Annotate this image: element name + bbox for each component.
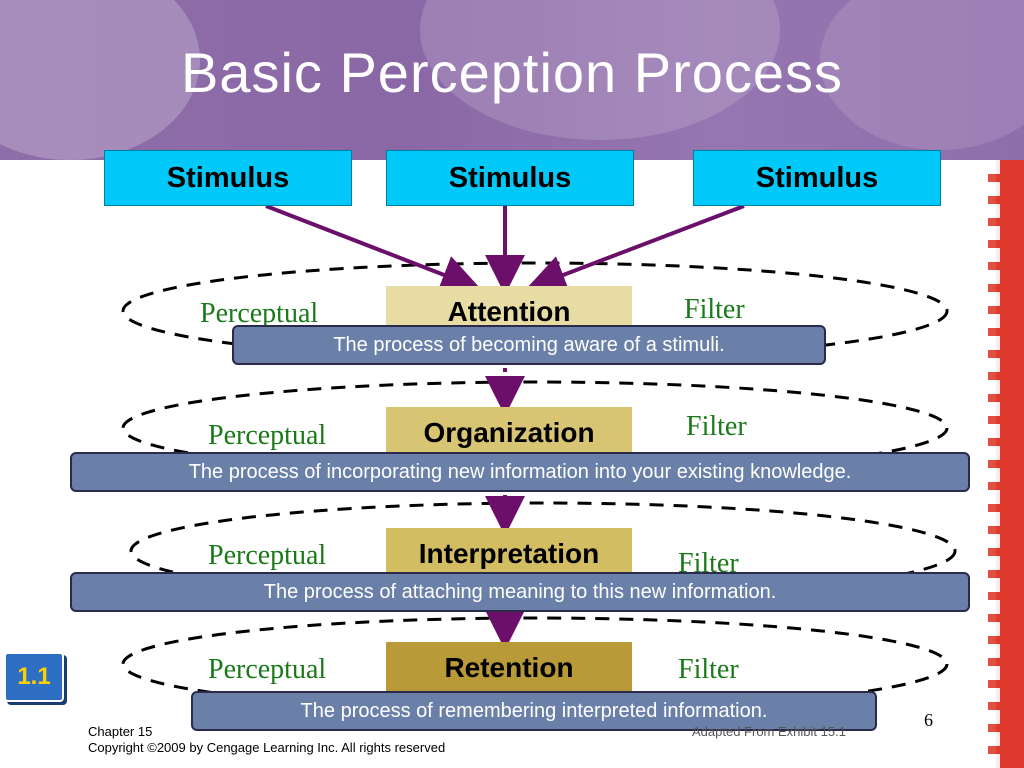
- filter-label: Filter: [684, 294, 745, 325]
- stimulus-arrow: [265, 204, 482, 294]
- stage-interpretation: Interpretation: [386, 528, 632, 580]
- title-banner: [0, 0, 1024, 160]
- stage-organization: Organization: [386, 407, 632, 459]
- stage-description: The process of incorporating new informa…: [70, 452, 970, 492]
- source-note: Adapted From Exhibit 15.1: [692, 724, 846, 739]
- filter-label: Filter: [686, 411, 747, 442]
- page-number: 6: [924, 710, 933, 730]
- stage-description: The process of attaching meaning to this…: [70, 572, 970, 612]
- stimulus-box: Stimulus: [693, 150, 941, 206]
- perceptual-label: Perceptual: [208, 540, 327, 571]
- stimulus-box: Stimulus: [386, 150, 634, 206]
- stage-retention: Retention: [386, 642, 632, 694]
- footer-chapter: Chapter 15: [88, 724, 153, 739]
- accent-strip-edge: [988, 160, 1000, 768]
- perceptual-label: Perceptual: [208, 654, 327, 685]
- stimulus-box: Stimulus: [104, 150, 352, 206]
- footer-copyright: Copyright ©2009 by Cengage Learning Inc.…: [88, 740, 446, 755]
- stage-description: The process of remembering interpreted i…: [191, 691, 877, 731]
- filter-label: Filter: [678, 654, 739, 685]
- stimulus-arrow: [525, 204, 745, 294]
- perceptual-label: Perceptual: [208, 420, 327, 451]
- perceptual-label: Perceptual: [200, 298, 319, 329]
- stage-description: The process of becoming aware of a stimu…: [232, 325, 826, 365]
- slide-badge: 1.1: [4, 652, 64, 702]
- accent-strip: [996, 160, 1024, 768]
- page-title: Basic Perception Process: [180, 41, 844, 104]
